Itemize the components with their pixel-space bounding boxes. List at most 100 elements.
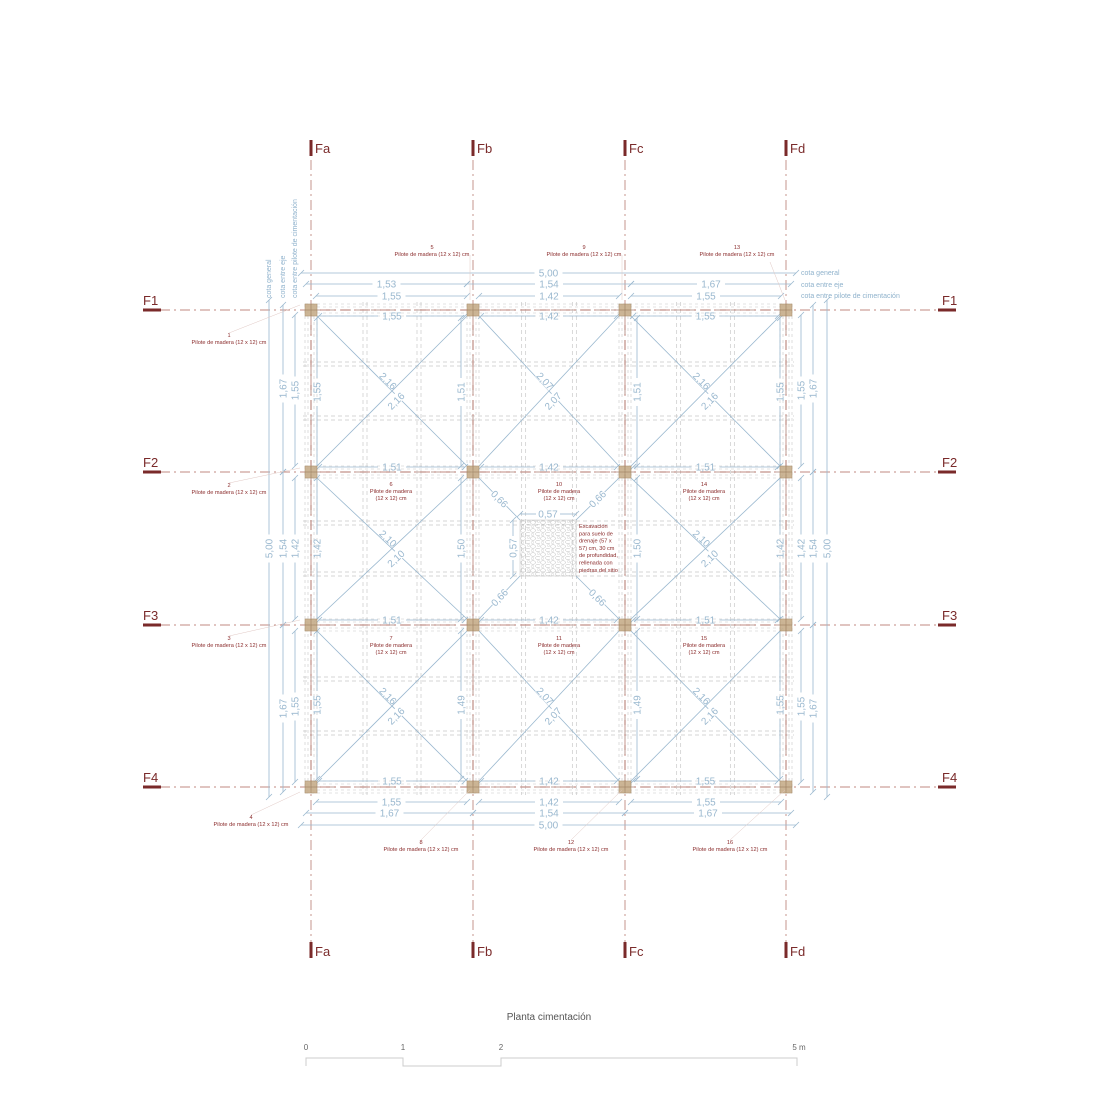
scale-bar: 0 1 2 5 m [304,1043,806,1067]
legend-item-left-2: cota entre pilote de cimentación [292,199,299,298]
svg-text:piedras del sitio: piedras del sitio [579,568,618,574]
svg-text:9: 9 [582,245,585,251]
dimension-label: 1,42 [291,538,302,558]
axis-label-fc-top: Fc [629,141,644,156]
axis-label-f4-right: F4 [942,770,957,785]
svg-text:Pilote de madera (12 x 12) cm: Pilote de madera (12 x 12) cm [534,847,609,853]
diagonal-dimension-label: 2,10 [376,529,398,551]
dimension-label: 1,42 [539,292,559,303]
dimension-label: 1,55 [291,380,302,400]
dimension-label: 0,57 [538,510,558,521]
dimension-label: 1,55 [291,696,302,716]
dimension-label: 1,55 [797,696,808,716]
dimension-label: 1,67 [809,378,820,398]
pile-7 [466,618,480,632]
dimension-label: 1,55 [696,798,716,809]
dimension-label: 1,67 [809,698,820,718]
dimension-label: 1,55 [382,777,402,788]
svg-text:Pilote de madera (12 x 12) cm: Pilote de madera (12 x 12) cm [384,847,459,853]
dimension-label: 1,42 [539,777,559,788]
svg-text:7: 7 [389,636,392,642]
dimension-label: 1,51 [633,382,644,402]
svg-text:Pilote de madera: Pilote de madera [683,489,726,495]
axis-label-f1-left: F1 [143,293,158,308]
axis-label-fb-bottom: Fb [477,944,492,959]
pile-2 [304,465,318,479]
dimension-label: 1,67 [279,698,290,718]
scale-tick-0: 0 [304,1043,309,1052]
dimension-label: 1,55 [382,312,402,323]
dimension-label: 1,54 [809,538,820,558]
axis-label-f4-left: F4 [143,770,158,785]
pile-14 [779,465,793,479]
dimension-label: 1,55 [313,382,324,402]
dimension-label: 1,53 [377,280,397,291]
dimension-label: 1,42 [539,463,559,474]
dimension-label: 1,55 [313,695,324,715]
dimension-label: 0,57 [509,538,520,558]
scale-tick-5m: 5 m [792,1043,806,1052]
pile-9 [618,303,632,317]
dimension-label: 1,42 [797,538,808,558]
dimension-label: 1,42 [539,312,559,323]
pile-4 [304,780,318,794]
svg-text:(12 x 12) cm: (12 x 12) cm [543,496,574,502]
dimension-label: 1,55 [382,292,402,303]
svg-text:Pilote de madera (12 x 12) cm: Pilote de madera (12 x 12) cm [192,643,267,649]
diagonal-dimension-label: 0,66 [490,587,512,609]
svg-text:6: 6 [389,482,392,488]
svg-text:Pilote de madera (12 x 12) cm: Pilote de madera (12 x 12) cm [214,822,289,828]
svg-text:Pilote de madera: Pilote de madera [370,643,413,649]
dimension-label: 1,67 [701,280,721,291]
axis-label-f3-left: F3 [143,608,158,623]
axis-label-fa-top: Fa [315,141,331,156]
wood-piles [304,303,793,794]
svg-text:16: 16 [727,840,733,846]
svg-text:1: 1 [227,333,230,339]
dimension-label: 1,42 [313,538,324,558]
diagonal-dimension-label: 0,66 [586,587,608,609]
dimension-label: 1,49 [457,695,468,715]
svg-text:Pilote de madera (12 x 12) cm: Pilote de madera (12 x 12) cm [547,252,622,258]
dimension-label: 1,55 [696,777,716,788]
dimension-label: 1,42 [539,798,559,809]
legend-item-right-1: cota entre eje [801,282,844,289]
axis-label-fc-bottom: Fc [629,944,644,959]
axis-label-fd-bottom: Fd [790,944,805,959]
dimension-label: 1,55 [776,695,787,715]
dimension-label: 1,51 [696,463,716,474]
svg-text:8: 8 [419,840,422,846]
diagonal-dimension-label: 2,10 [690,529,712,551]
axis-label-fa-bottom: Fa [315,944,331,959]
axis-label-f2-right: F2 [942,455,957,470]
dimension-label: 1,67 [279,378,290,398]
svg-text:(12 x 12) cm: (12 x 12) cm [375,496,406,502]
dimension-label: 1,55 [382,798,402,809]
svg-text:Pilote de madera: Pilote de madera [538,643,581,649]
dimension-label: 1,50 [633,538,644,558]
svg-text:Pilote de madera (12 x 12) cm: Pilote de madera (12 x 12) cm [693,847,768,853]
scale-tick-1: 1 [401,1043,406,1052]
axis-label-fb-top: Fb [477,141,492,156]
dimension-label: 1,54 [539,809,559,820]
svg-text:rellenada con: rellenada con [579,561,613,567]
svg-text:de profundidad,: de profundidad, [579,553,618,559]
dimension-label: 1,50 [457,538,468,558]
scale-tick-2: 2 [499,1043,504,1052]
legend-item-left-1: cota entre eje [280,255,287,298]
diagonal-dimension-label: 2,07 [534,686,556,708]
diagonal-dimension-label: 0,66 [587,489,609,511]
